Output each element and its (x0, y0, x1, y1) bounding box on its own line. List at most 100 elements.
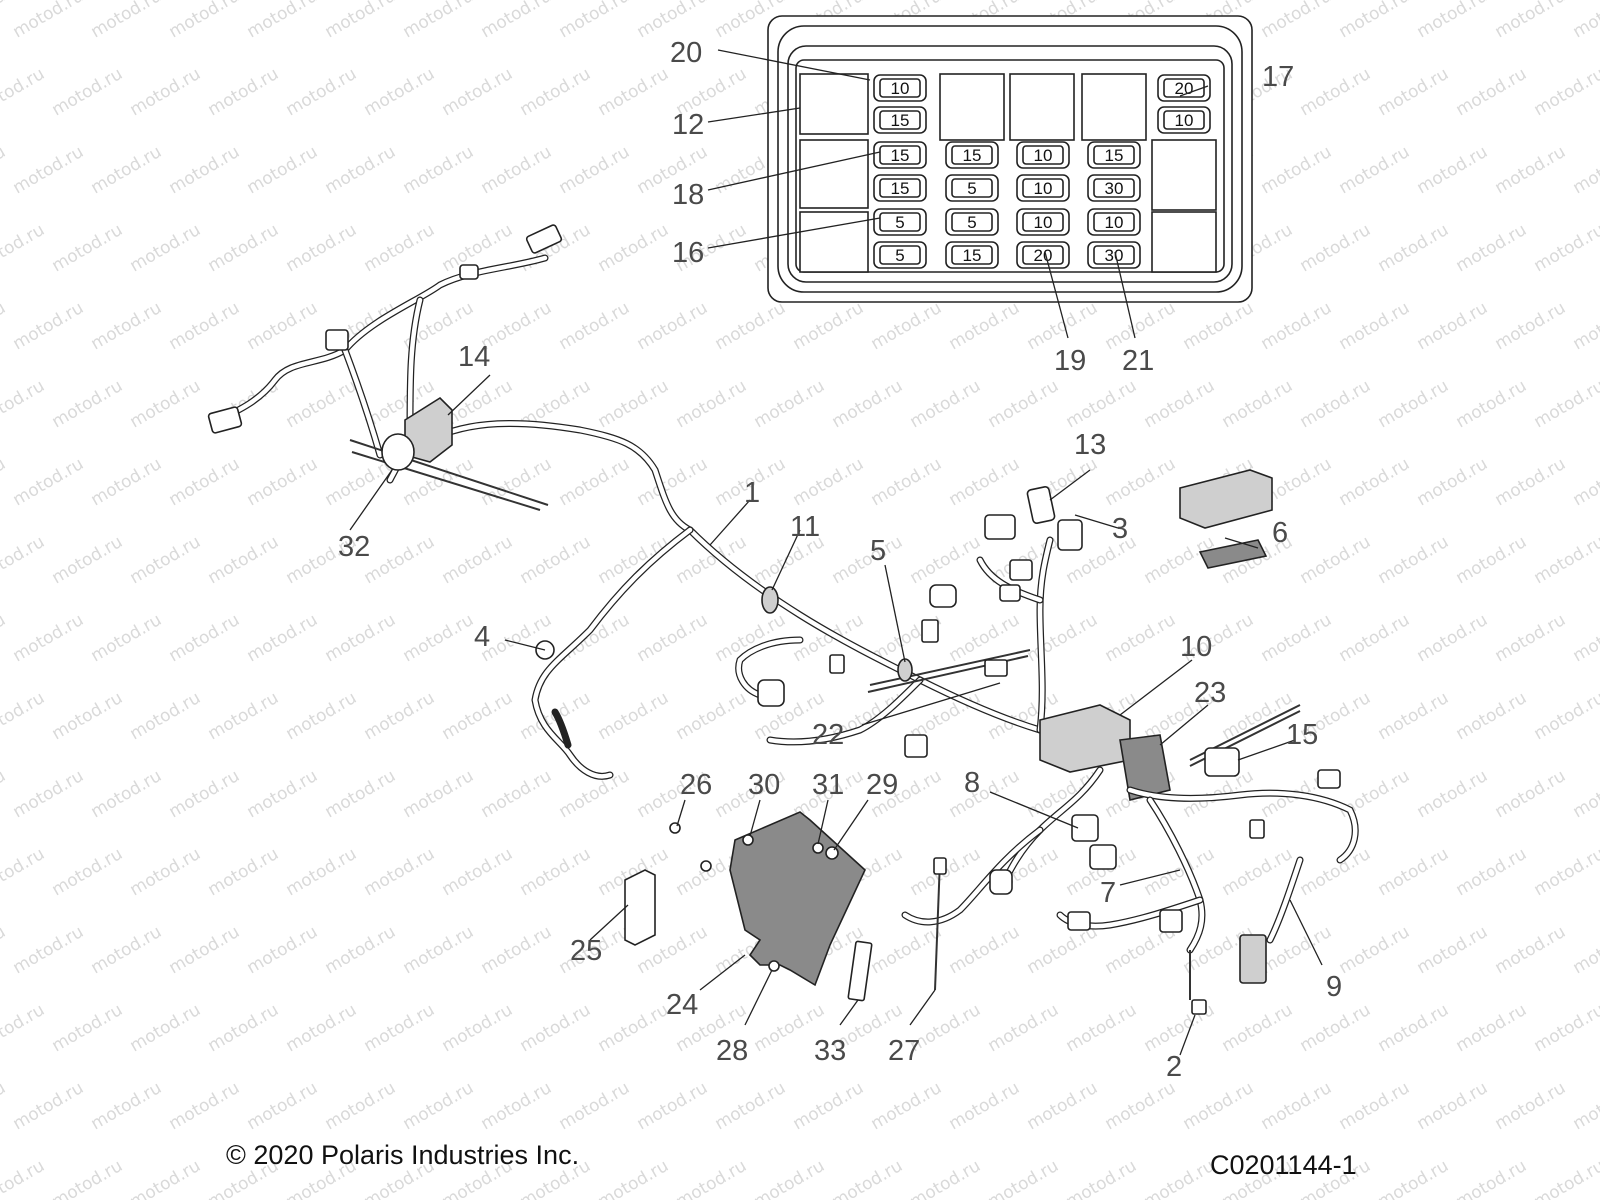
watermark-text: motod.ru (88, 610, 166, 666)
fuse-rating-label: 10 (1105, 213, 1124, 232)
watermark-text: motod.ru (1258, 922, 1336, 978)
watermark-text: motod.ru (49, 1156, 127, 1200)
watermark-text: motod.ru (1375, 376, 1453, 432)
fuse-rating-label: 30 (1105, 179, 1124, 198)
connector-part-9 (1239, 934, 1267, 984)
watermark-text: motod.ru (361, 1000, 439, 1056)
watermark-text: motod.ru (0, 298, 9, 354)
fuse-15-amp: 15 (1087, 141, 1141, 169)
connector-part-2 (1191, 999, 1207, 1015)
fuse-15-amp: 15 (873, 174, 927, 202)
watermark-text: motod.ru (1375, 1156, 1453, 1200)
callout-25: 25 (570, 935, 602, 967)
fuse-rating-label: 5 (895, 213, 904, 232)
watermark-text: motod.ru (1570, 922, 1600, 978)
watermark-text: motod.ru (1297, 376, 1375, 432)
watermark-text: motod.ru (49, 688, 127, 744)
watermark-text: motod.ru (478, 0, 556, 42)
watermark-text: motod.ru (10, 142, 88, 198)
fuse-10-amp: 10 (1016, 141, 1070, 169)
connector-part-15 (1204, 747, 1240, 777)
watermark-text: motod.ru (49, 844, 127, 900)
watermark-text: motod.ru (244, 298, 322, 354)
watermark-text: motod.ru (1102, 610, 1180, 666)
watermark-text: motod.ru (322, 0, 400, 42)
watermark-text: motod.ru (127, 1156, 205, 1200)
watermark-text: motod.ru (49, 220, 127, 276)
watermark-text: motod.ru (1570, 0, 1600, 42)
watermark-text: motod.ru (244, 766, 322, 822)
connector (984, 514, 1016, 540)
watermark-text: motod.ru (244, 922, 322, 978)
watermark-text: motod.ru (1570, 610, 1600, 666)
watermark-text: motod.ru (0, 922, 9, 978)
watermark-text: motod.ru (673, 1156, 751, 1200)
relay-slot (1081, 73, 1147, 141)
watermark-text: motod.ru (1531, 1000, 1600, 1056)
watermark-text: motod.ru (361, 220, 439, 276)
connector (984, 659, 1008, 677)
fuse-rating-label: 10 (1175, 111, 1194, 130)
watermark-text: motod.ru (1219, 376, 1297, 432)
fuse-10-amp: 10 (1016, 174, 1070, 202)
callout-28: 28 (716, 1035, 748, 1067)
watermark-text: motod.ru (1297, 64, 1375, 120)
relay-slot (1151, 211, 1217, 273)
watermark-text: motod.ru (868, 922, 946, 978)
relay-slot (939, 73, 1005, 141)
watermark-text: motod.ru (1102, 454, 1180, 510)
watermark-text: motod.ru (1492, 454, 1570, 510)
watermark-text: motod.ru (907, 376, 985, 432)
watermark-text: motod.ru (1453, 1000, 1531, 1056)
watermark-text: motod.ru (361, 688, 439, 744)
watermark-text: motod.ru (49, 64, 127, 120)
watermark-text: motod.ru (556, 142, 634, 198)
watermark-text: motod.ru (439, 844, 517, 900)
watermark-text: motod.ru (0, 1078, 9, 1134)
watermark-text: motod.ru (517, 844, 595, 900)
connector (1159, 909, 1183, 933)
watermark-text: motod.ru (1414, 454, 1492, 510)
watermark-text: motod.ru (283, 844, 361, 900)
relay-slot (799, 211, 869, 273)
fuse-5-amp: 5 (873, 241, 927, 269)
callout-19: 19 (1054, 345, 1086, 377)
watermark-text: motod.ru (322, 1078, 400, 1134)
copyright-notice: © 2020 Polaris Industries Inc. (226, 1140, 580, 1170)
nut-part-31 (812, 842, 824, 854)
watermark-text: motod.ru (361, 532, 439, 588)
watermark-text: motod.ru (517, 64, 595, 120)
watermark-text: motod.ru (1414, 142, 1492, 198)
connector (829, 654, 845, 674)
callout-16: 16 (672, 237, 704, 269)
watermark-text: motod.ru (244, 454, 322, 510)
watermark-text: motod.ru (88, 1078, 166, 1134)
watermark-text: motod.ru (1024, 1078, 1102, 1134)
fuse-rating-label: 15 (1105, 146, 1124, 165)
watermark-text: motod.ru (1297, 844, 1375, 900)
watermark-text: motod.ru (673, 688, 751, 744)
watermark-text: motod.ru (1453, 844, 1531, 900)
watermark-text: motod.ru (1453, 1156, 1531, 1200)
watermark-text: motod.ru (1414, 1078, 1492, 1134)
watermark-text: motod.ru (1336, 454, 1414, 510)
watermark-text: motod.ru (400, 142, 478, 198)
watermark-text: motod.ru (166, 922, 244, 978)
watermark-text: motod.ru (1219, 688, 1297, 744)
watermark-text: motod.ru (1258, 298, 1336, 354)
connector (929, 584, 957, 608)
watermark-text: motod.ru (478, 142, 556, 198)
watermark-text: motod.ru (673, 376, 751, 432)
watermark-text: motod.ru (361, 64, 439, 120)
fuse-rating-label: 15 (891, 111, 910, 130)
connector (1026, 486, 1056, 524)
watermark-text: motod.ru (127, 1000, 205, 1056)
watermark-text: motod.ru (0, 688, 48, 744)
watermark-text: motod.ru (1063, 1156, 1141, 1200)
watermark-text: motod.ru (127, 376, 205, 432)
fuse-box-housing-part-10 (1039, 704, 1131, 773)
connector (999, 584, 1021, 602)
fuse-5-amp: 5 (873, 208, 927, 236)
watermark-text: motod.ru (634, 610, 712, 666)
